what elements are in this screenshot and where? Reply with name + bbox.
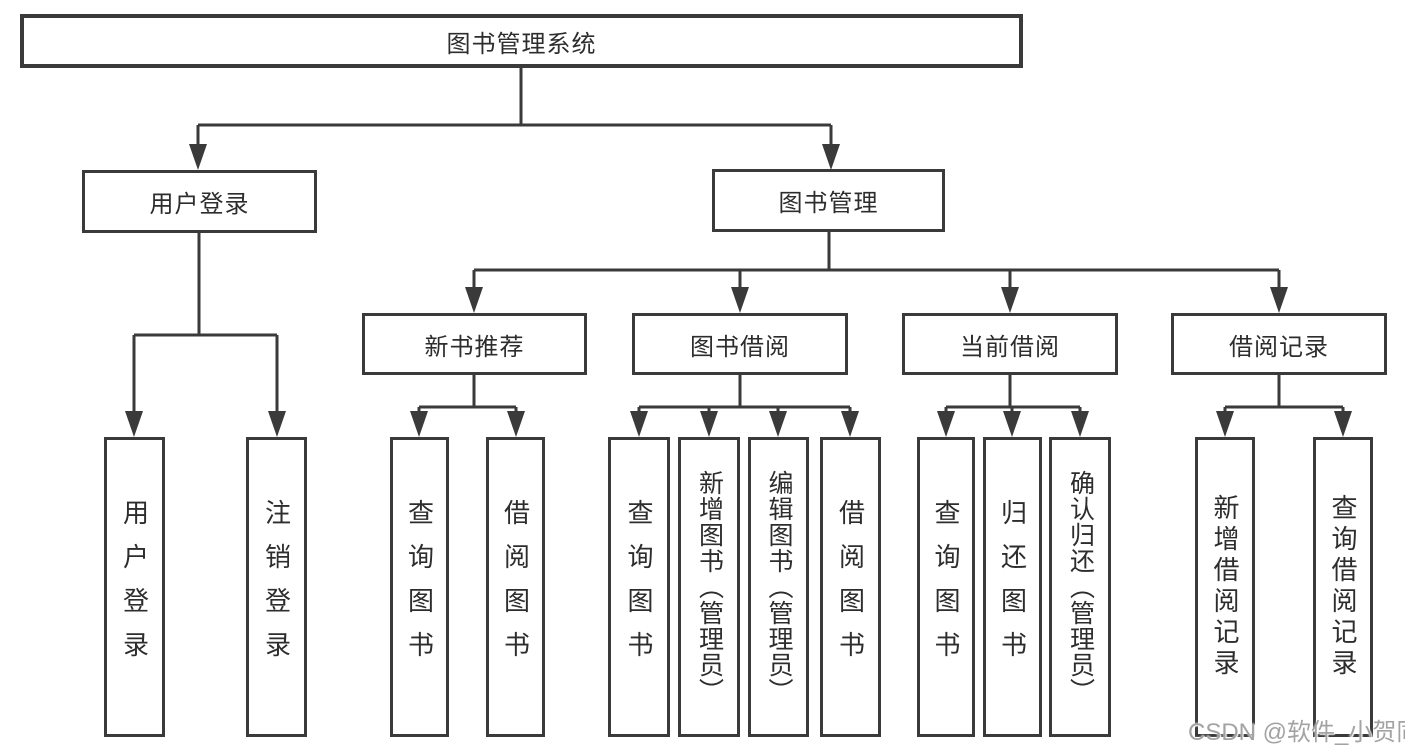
leaf-cb-confirm-return-admin: 确认归还（管理员）	[1049, 437, 1111, 737]
csdn-watermark: CSDN @软件_小贺同学	[1188, 719, 1405, 746]
leaf-logout: 注销登录	[246, 437, 307, 737]
node-book-management-label: 图书管理	[778, 190, 879, 217]
connector-root	[196, 68, 833, 146]
leaf-logout-label: 注销登录	[261, 499, 292, 675]
arrowheads	[125, 144, 1352, 437]
leaf-user-login-label: 用户登录	[119, 499, 150, 675]
leaf-nb-borrow-books: 借阅图书	[486, 437, 545, 737]
leaf-br-query-record-label: 查询借阅记录	[1328, 494, 1358, 680]
leaf-br-add-record-label: 新增借阅记录	[1210, 494, 1240, 680]
leaf-cb-confirm-return-admin-label: 确认归还（管理员）	[1066, 470, 1095, 704]
leaf-br-query-record: 查询借阅记录	[1313, 437, 1373, 737]
node-user-login: 用户登录	[82, 170, 317, 233]
connector-new-book	[417, 375, 518, 413]
leaf-nb-query-books: 查询图书	[390, 437, 449, 737]
leaf-br-add-record: 新增借阅记录	[1195, 437, 1255, 737]
node-new-book-recommend: 新书推荐	[362, 313, 587, 375]
node-borrow-records-label: 借阅记录	[1229, 333, 1329, 361]
node-current-borrow-label: 当前借阅	[960, 333, 1060, 361]
node-book-management: 图书管理	[712, 169, 945, 232]
node-current-borrow: 当前借阅	[902, 313, 1118, 375]
leaf-cb-query-books: 查询图书	[917, 437, 975, 737]
node-root-label: 图书管理系统	[446, 30, 597, 58]
leaf-cb-query-books-label: 查询图书	[931, 499, 961, 675]
leaf-bb-edit-books-admin-label: 编辑图书（管理员）	[765, 470, 793, 704]
node-borrow-records: 借阅记录	[1171, 313, 1387, 375]
leaf-bb-query-books: 查询图书	[608, 437, 670, 737]
node-root: 图书管理系统	[20, 14, 1023, 68]
leaf-bb-edit-books-admin: 编辑图书（管理员）	[748, 437, 809, 737]
node-book-borrow: 图书借阅	[632, 313, 848, 375]
leaf-user-login: 用户登录	[104, 437, 165, 737]
node-user-login-label: 用户登录	[149, 191, 250, 218]
connector-borrow-records	[1223, 375, 1345, 413]
connector-current-borrow	[944, 375, 1082, 413]
leaf-bb-query-books-label: 查询图书	[624, 499, 654, 675]
leaf-bb-borrow-books-label: 借阅图书	[835, 499, 866, 675]
connector-book-management	[472, 232, 1281, 289]
leaf-nb-query-books-label: 查询图书	[404, 499, 435, 675]
leaf-bb-add-books-admin: 新增图书（管理员）	[678, 437, 740, 737]
leaf-bb-borrow-books: 借阅图书	[820, 437, 881, 737]
connector-user-login	[132, 233, 279, 413]
node-book-borrow-label: 图书借阅	[690, 333, 790, 361]
leaf-cb-return-books: 归还图书	[983, 437, 1042, 737]
connector-book-borrow	[637, 375, 852, 413]
node-new-book-recommend-label: 新书推荐	[424, 333, 525, 361]
leaf-bb-add-books-admin-label: 新增图书（管理员）	[695, 470, 724, 704]
leaf-cb-return-books-label: 归还图书	[997, 499, 1028, 675]
leaf-nb-borrow-books-label: 借阅图书	[500, 499, 531, 675]
